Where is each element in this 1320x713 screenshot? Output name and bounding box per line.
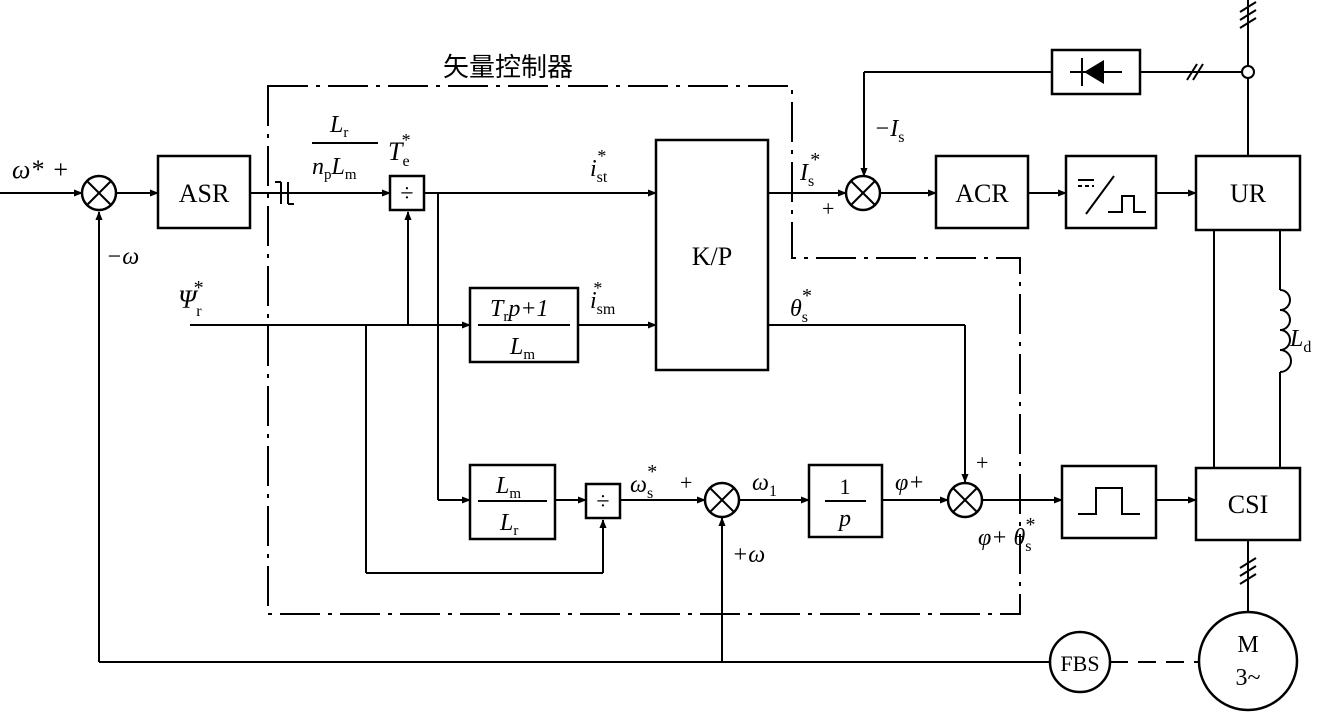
flux-ref-label: Ψr* (178, 277, 204, 320)
summing-junction-angle (946, 481, 984, 519)
vector-controller-boundary (267, 85, 1021, 615)
torque-gain-label: Lr npLm (312, 112, 378, 183)
svg-text:npLm: npLm (312, 154, 357, 183)
is-feedback-label: −Is (874, 116, 904, 146)
summing-junction-current (844, 174, 882, 212)
svg-text:UR: UR (1230, 179, 1267, 208)
acr-block: ACR (934, 154, 1030, 230)
ld-label: Ld (1289, 326, 1311, 356)
flux-current-block: Trp+1 Lm (468, 286, 580, 364)
converter-icon (1064, 154, 1158, 230)
svg-text:ACR: ACR (955, 179, 1009, 208)
vector-controller-title: 矢量控制器 (443, 52, 573, 82)
svg-text:FBS: FBS (1060, 651, 1099, 676)
omega1-label: ω1 (752, 470, 777, 500)
svg-text:1: 1 (840, 474, 851, 499)
svg-text:3~: 3~ (1236, 665, 1261, 691)
speed-feedback-label: −ω (106, 244, 139, 270)
omega-ref-label: ω*+ (12, 155, 68, 184)
pulse-icon (1060, 464, 1158, 540)
is-ref-plus: + (822, 196, 834, 221)
inductor-icon (1279, 289, 1292, 373)
supply-node (1241, 65, 1255, 79)
kp-block: K/P (654, 138, 770, 372)
phi-theta-label: φ+ θs* (978, 514, 1036, 555)
theta-ref-label: θs* (790, 285, 812, 326)
asr-block: ASR (156, 154, 252, 230)
divider-slip: ÷ (584, 482, 622, 520)
svg-text:CSI: CSI (1228, 490, 1268, 519)
svg-text:Lm: Lm (495, 473, 521, 502)
summing-junction-speed (80, 174, 118, 212)
theta-plus: + (976, 450, 988, 475)
signal-wires (0, 0, 1281, 663)
diode-icon (1050, 48, 1142, 96)
motor-icon: M 3~ (1197, 610, 1299, 712)
svg-text:÷: ÷ (596, 489, 609, 515)
ur-block: UR (1194, 154, 1302, 232)
is-ref-label: Is* (799, 149, 820, 190)
svg-text:K/P: K/P (692, 242, 732, 271)
fbs-block: FBS (1048, 630, 1112, 694)
svg-text:Lr: Lr (329, 112, 348, 141)
ist-label: ist* (590, 146, 608, 186)
svg-text:Lr: Lr (499, 510, 518, 539)
torque-ref-label: Te* (388, 130, 411, 170)
divider-torque: ÷ (388, 174, 426, 212)
ism-label: ism* (590, 278, 616, 318)
omega-s-plus: + (680, 470, 692, 495)
svg-text:M: M (1237, 632, 1258, 658)
phi-plus-label: φ+ (895, 470, 924, 496)
svg-text:ASR: ASR (179, 179, 230, 208)
svg-text:÷: ÷ (400, 181, 413, 207)
plus-omega-label: +ω (732, 542, 765, 568)
svg-text:Lm: Lm (509, 334, 535, 363)
summing-junction-slip (703, 481, 741, 519)
integrator-block: 1 p (807, 463, 884, 539)
omega-s-label: ωs* (630, 461, 657, 502)
svg-text:p: p (837, 506, 851, 532)
svg-text:Trp+1: Trp+1 (490, 296, 549, 325)
csi-block: CSI (1194, 466, 1302, 542)
slip-gain-block: Lm Lr (468, 463, 557, 541)
